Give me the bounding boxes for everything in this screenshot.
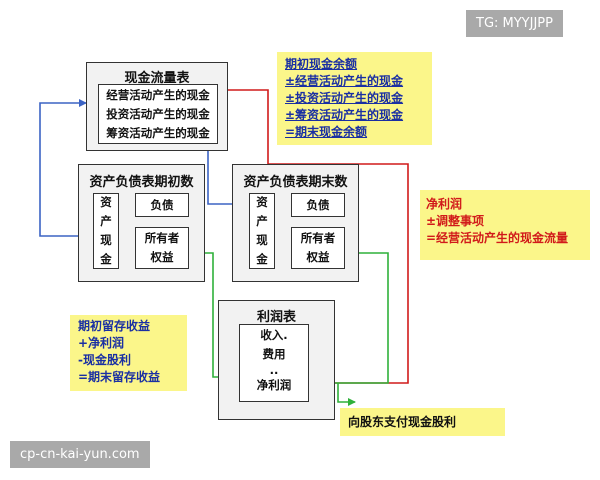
arrow-netprofit-to-dividend: [337, 383, 356, 406]
income-statement-box: 利润表 收入. 费用 .. 净利润: [218, 300, 335, 420]
arrow-netprofit-to-end-equity: [308, 249, 389, 384]
cash-flow-item-operating: 经营活动产生的现金: [106, 88, 210, 102]
watermark-top: TG: MYYJJPP: [466, 10, 563, 37]
balance-sheet-end-box: 资产负债表期末数 资 产 现 金 负债 所有者 权益: [232, 164, 359, 282]
watermark-bottom: cp-cn-kai-yun.com: [10, 441, 150, 468]
balance-end-assets: 资 产 现 金: [249, 193, 275, 269]
cash-flow-statement-box: 现金流量表 经营活动产生的现金 投资活动产生的现金 筹资活动产生的现金: [86, 62, 228, 151]
balance-end-equity: 所有者 权益: [291, 227, 345, 269]
balance-begin-liability: 负债: [135, 193, 189, 217]
note-dividend-payment: 向股东支付现金股利: [340, 408, 505, 436]
note-retained-earnings: 期初留存收益 +净利润 -现金股利 =期末留存收益: [70, 315, 187, 391]
income-line-ellipsis: ..: [269, 363, 279, 377]
cash-flow-items: 经营活动产生的现金 投资活动产生的现金 筹资活动产生的现金: [98, 84, 218, 144]
income-title: 利润表: [256, 310, 296, 325]
balance-begin-assets: 资 产 现 金: [93, 193, 119, 269]
balance-begin-title: 资产负债表期初数: [89, 175, 194, 190]
balance-end-title: 资产负债表期末数: [243, 175, 348, 190]
income-line-net-profit: 净利润: [256, 378, 292, 392]
income-line-expense: 费用: [262, 347, 286, 361]
income-items: 收入. 费用 .. 净利润: [239, 324, 309, 402]
cash-flow-item-financing: 筹资活动产生的现金: [106, 126, 210, 140]
arrow-begin-to-cashflow: [39, 99, 87, 237]
note-cash-reconciliation: 期初现金余额 ±经营活动产生的现金 ±投资活动产生的现金 ±筹资活动产生的现金 …: [277, 52, 432, 145]
balance-end-liability: 负债: [291, 193, 345, 217]
balance-sheet-begin-box: 资产负债表期初数 资 产 现 金 负债 所有者 权益: [78, 164, 205, 282]
cash-flow-title: 现金流量表: [124, 71, 190, 86]
income-line-revenue: 收入.: [260, 328, 288, 342]
balance-begin-equity: 所有者 权益: [135, 227, 189, 269]
note-net-profit-adjustment: 净利润 ±调整事项 =经营活动产生的现金流量: [420, 190, 590, 260]
cash-flow-item-investing: 投资活动产生的现金: [106, 107, 210, 121]
